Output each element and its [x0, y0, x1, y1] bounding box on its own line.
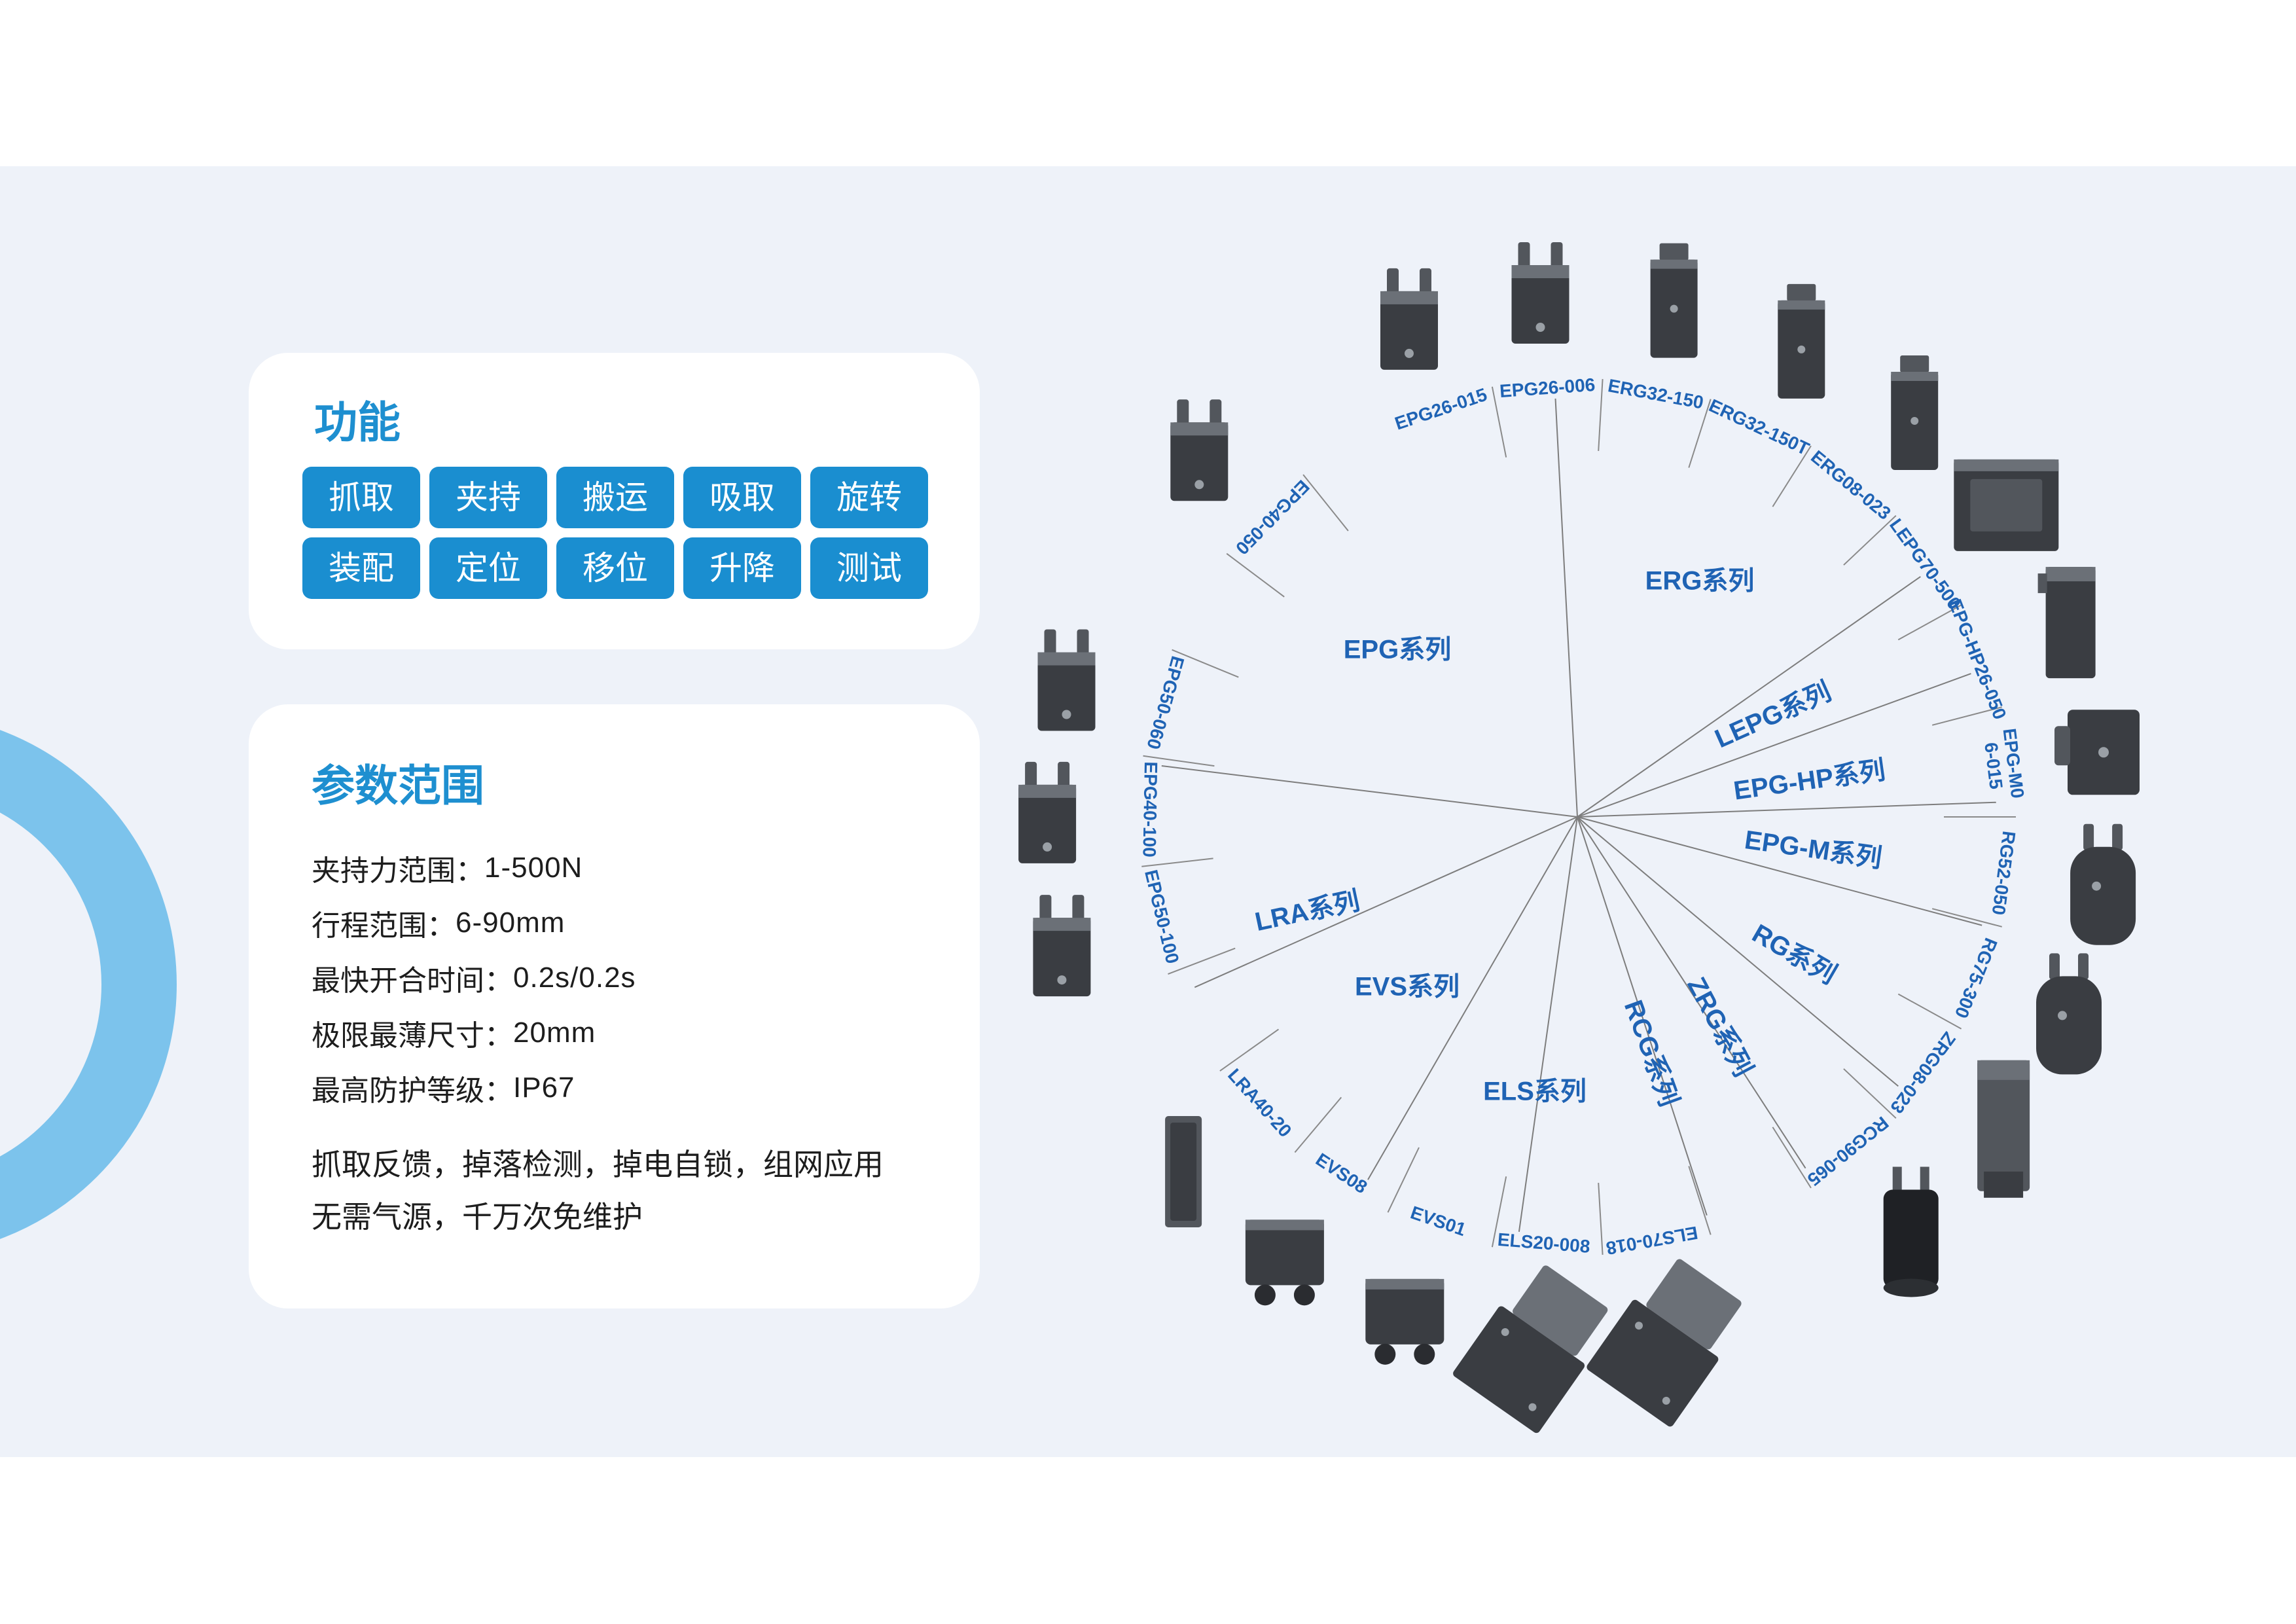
function-tag: 移位 [556, 537, 674, 599]
function-tag: 吸取 [683, 467, 801, 528]
parameter-line: 最高防护等级：IP67 [312, 1060, 636, 1115]
feature-line: 无需气源，千万次免维护 [312, 1199, 643, 1235]
param-label: 夹持力范围： [312, 854, 484, 888]
decorative-ring [0, 713, 177, 1256]
function-tag: 旋转 [810, 467, 928, 528]
param-value: 1-500N [484, 852, 583, 884]
function-tag: 测试 [810, 537, 928, 599]
parameter-line: 夹持力范围：1-500N [312, 840, 636, 895]
param-value: 20mm [513, 1017, 596, 1049]
parameter-line: 最快开合时间：0.2s/0.2s [312, 950, 636, 1005]
parameter-card: 参数范围 夹持力范围：1-500N 行程范围：6-90mm 最快开合时间：0.2… [249, 704, 980, 1308]
param-value: IP67 [513, 1072, 575, 1104]
param-value: 6-90mm [456, 907, 565, 939]
param-value: 0.2s/0.2s [513, 962, 636, 994]
function-tag: 抓取 [302, 467, 420, 528]
parameter-list: 夹持力范围：1-500N 行程范围：6-90mm 最快开合时间：0.2s/0.2… [312, 840, 636, 1115]
param-label: 极限最薄尺寸： [312, 1019, 513, 1053]
function-tag: 装配 [302, 537, 420, 599]
function-tag: 夹持 [429, 467, 547, 528]
parameter-line: 极限最薄尺寸：20mm [312, 1005, 636, 1060]
function-title: 功能 [314, 397, 401, 448]
parameter-title: 参数范围 [312, 761, 484, 811]
feature-list: 抓取反馈，掉落检测，掉电自锁，组网应用 无需气源，千万次免维护 [312, 1136, 884, 1241]
feature-line: 抓取反馈，掉落检测，掉电自锁，组网应用 [312, 1147, 884, 1182]
function-card: 功能 抓取 夹持 搬运 吸取 旋转 装配 定位 移位 升降 测试 [249, 353, 980, 649]
function-tag: 定位 [429, 537, 547, 599]
parameter-line: 行程范围：6-90mm [312, 895, 636, 950]
function-tag: 搬运 [556, 467, 674, 528]
function-tag: 升降 [683, 537, 801, 599]
param-label: 最快开合时间： [312, 964, 513, 998]
param-label: 行程范围： [312, 909, 456, 943]
param-label: 最高防护等级： [312, 1074, 513, 1108]
function-tag-grid: 抓取 夹持 搬运 吸取 旋转 装配 定位 移位 升降 测试 [302, 467, 931, 599]
